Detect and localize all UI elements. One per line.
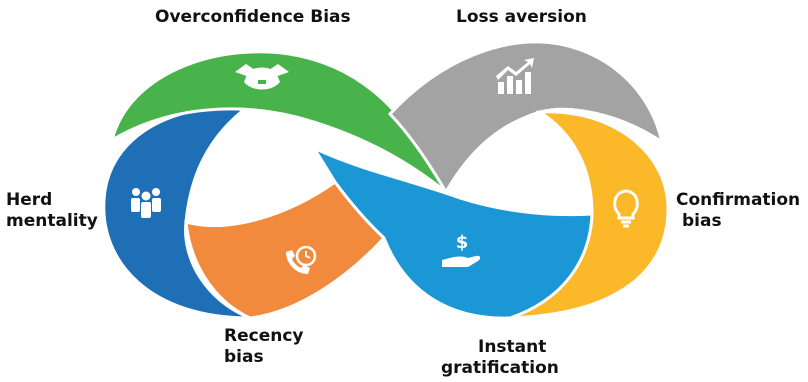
label-confirmation-bias: Confirmation bias (676, 190, 800, 232)
svg-text:$: $ (456, 232, 469, 253)
label-loss-aversion: Loss aversion (456, 7, 587, 28)
segment-herd-mentality (102, 105, 251, 320)
handshake-icon (235, 64, 289, 90)
label-recency-bias: Recency bias (224, 326, 304, 368)
money-hand-icon: $ (442, 232, 481, 267)
label-line: Recency (224, 326, 304, 346)
label-line: Loss aversion (456, 7, 587, 27)
phone-clock-icon (286, 245, 317, 274)
segment-recency-bias (184, 179, 387, 320)
label-line: mentality (6, 211, 98, 231)
label-line: Instant (478, 337, 547, 357)
label-line: bias (682, 211, 722, 231)
label-line: bias (224, 347, 264, 367)
growth-chart-icon (496, 58, 534, 94)
segment-confirmation-bias (509, 110, 670, 320)
label-line: gratification (441, 358, 559, 378)
label-overconfidence-bias: Overconfidence Bias (155, 7, 351, 28)
label-instant-gratification: Instant gratification (441, 337, 559, 379)
lightbulb-icon (613, 189, 639, 228)
label-herd-mentality: Herd mentality (6, 190, 98, 232)
label-line: Confirmation (676, 190, 801, 210)
segment-instant-gratification (310, 144, 594, 320)
people-group-icon (131, 188, 161, 218)
label-line: Herd (6, 190, 53, 210)
label-line: Overconfidence Bias (155, 7, 351, 27)
